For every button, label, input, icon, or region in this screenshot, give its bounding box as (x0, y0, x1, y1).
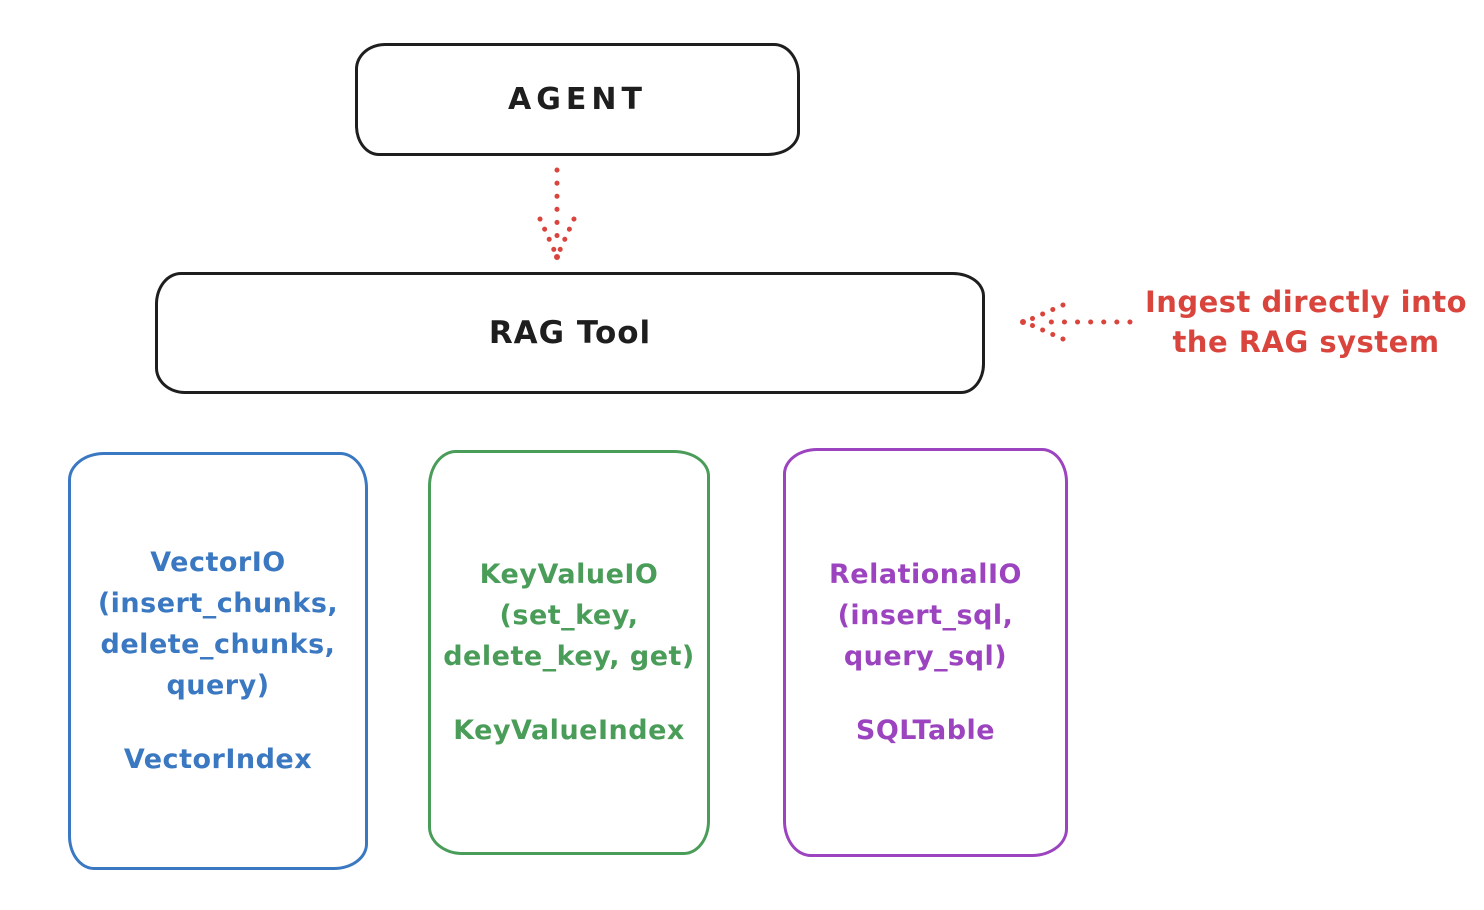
agent-node-label: AGENT (508, 82, 647, 117)
ingest-annotation: Ingest directly into the RAG system (1140, 282, 1472, 362)
relational-io-card: RelationalIO (insert_sql, query_sql) SQL… (783, 448, 1068, 857)
keyvalue-io-line: delete_key, get) (443, 641, 695, 672)
vector-io-footer: VectorIndex (123, 744, 313, 775)
keyvalue-io-line: (set_key, (499, 600, 639, 631)
agent-node: AGENT (355, 43, 800, 156)
agent-to-rag-tool-arrow (537, 167, 577, 260)
keyvalue-io-line: KeyValueIO (479, 559, 659, 590)
relational-io-line: query_sql) (843, 641, 1008, 672)
vector-io-line: VectorIO (150, 547, 286, 578)
keyvalue-io-card: KeyValueIO (set_key, delete_key, get) Ke… (428, 450, 710, 855)
relational-io-line: (insert_sql, (837, 600, 1014, 631)
vector-io-line: query) (166, 670, 270, 701)
vector-io-line: delete_chunks, (100, 629, 336, 660)
vector-io-card: VectorIO (insert_chunks, delete_chunks, … (68, 452, 368, 870)
relational-io-footer: SQLTable (855, 715, 996, 746)
relational-io-line: RelationalIO (829, 559, 1022, 590)
vector-io-line: (insert_chunks, (97, 588, 339, 619)
rag-tool-node: RAG Tool (155, 272, 985, 394)
keyvalue-io-footer: KeyValueIndex (453, 715, 685, 746)
annotation-to-rag-tool-arrow (1020, 302, 1133, 342)
rag-tool-node-label: RAG Tool (488, 315, 652, 351)
ingest-annotation-line2: the RAG system (1172, 325, 1440, 359)
ingest-annotation-line1: Ingest directly into (1144, 285, 1468, 319)
